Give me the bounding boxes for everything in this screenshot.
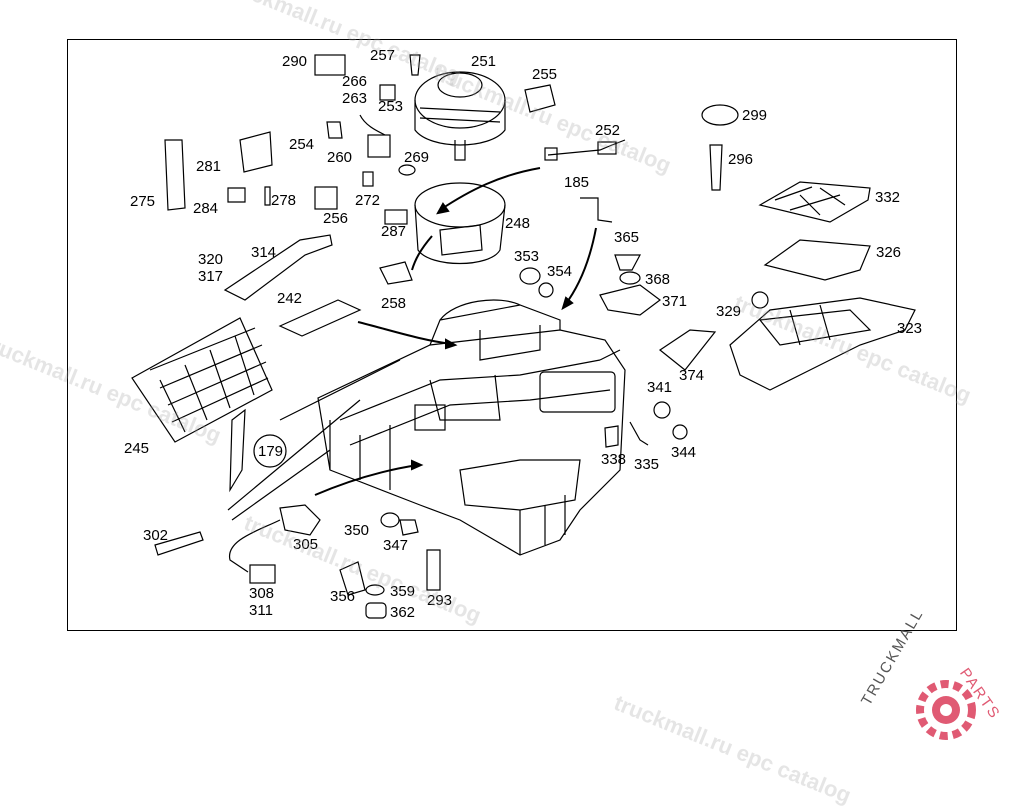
part-label: 341 xyxy=(647,379,673,396)
part-label: 323 xyxy=(897,320,923,337)
part-label: 356 xyxy=(330,588,356,605)
callout-circle-179 xyxy=(253,434,287,468)
part-label: 347 xyxy=(383,537,409,554)
part-label: 314 xyxy=(251,244,277,261)
part-label: 362 xyxy=(390,604,416,621)
part-label: 281 xyxy=(196,158,222,175)
part-label: 263 xyxy=(342,90,368,107)
part-label: 278 xyxy=(271,192,297,209)
part-label: 248 xyxy=(505,215,531,232)
fan-housing-part xyxy=(414,182,506,264)
part-label: 256 xyxy=(323,210,349,227)
part-label: 326 xyxy=(876,244,902,261)
part-label: 257 xyxy=(370,47,396,64)
part-label: 335 xyxy=(634,456,660,473)
part-label: 296 xyxy=(728,151,754,168)
part-label: 344 xyxy=(671,444,697,461)
part-label: 338 xyxy=(601,451,627,468)
part-label: 185 xyxy=(564,174,590,191)
part-label: 245 xyxy=(124,440,150,457)
part-label: 242 xyxy=(277,290,303,307)
part-label: 287 xyxy=(381,223,407,240)
frame-332-part xyxy=(758,181,871,223)
gear-icon xyxy=(916,680,976,740)
part-label: 260 xyxy=(327,149,353,166)
part-label: 365 xyxy=(614,229,640,246)
small-parts xyxy=(154,54,769,619)
part-label: 320 xyxy=(198,251,224,268)
part-label: 317 xyxy=(198,268,224,285)
part-label: 269 xyxy=(404,149,430,166)
part-label: 266 xyxy=(342,73,368,90)
part-label: 353 xyxy=(514,248,540,265)
blower-motor-part xyxy=(414,71,506,161)
part-label: 272 xyxy=(355,192,381,209)
part-label: 252 xyxy=(595,122,621,139)
panel-242-part xyxy=(278,299,362,337)
arrows xyxy=(314,167,597,496)
part-label: 308 xyxy=(249,585,275,602)
part-label: 302 xyxy=(143,527,169,544)
air-conditioner-housing xyxy=(317,299,626,556)
part-label: 254 xyxy=(289,136,315,153)
plate-326-part xyxy=(763,239,871,281)
part-label: 179 xyxy=(258,443,284,460)
truckmall-parts-logo: TRUCKMALL PARTS xyxy=(858,606,1018,750)
part-label: 329 xyxy=(716,303,742,320)
exploded-parts-diagram xyxy=(131,54,916,619)
part-label: 368 xyxy=(645,271,671,288)
part-label: 293 xyxy=(427,592,453,609)
housing-323-part xyxy=(729,297,916,391)
part-label: 275 xyxy=(130,193,156,210)
part-label: 332 xyxy=(875,189,901,206)
part-label: 255 xyxy=(532,66,558,83)
part-label: 258 xyxy=(381,295,407,312)
part-label: 311 xyxy=(249,602,273,619)
part-label: 359 xyxy=(390,583,416,600)
part-label: 354 xyxy=(547,263,573,280)
part-label: 251 xyxy=(471,53,497,70)
part-label: 371 xyxy=(662,293,688,310)
part-label: 374 xyxy=(679,367,705,384)
part-label: 350 xyxy=(344,522,370,539)
part-label: 305 xyxy=(293,536,319,553)
part-label: 284 xyxy=(193,200,219,217)
filter-grid-part xyxy=(131,317,273,443)
part-label: 253 xyxy=(378,98,404,115)
part-label: 299 xyxy=(742,107,768,124)
part-label: 290 xyxy=(282,53,308,70)
